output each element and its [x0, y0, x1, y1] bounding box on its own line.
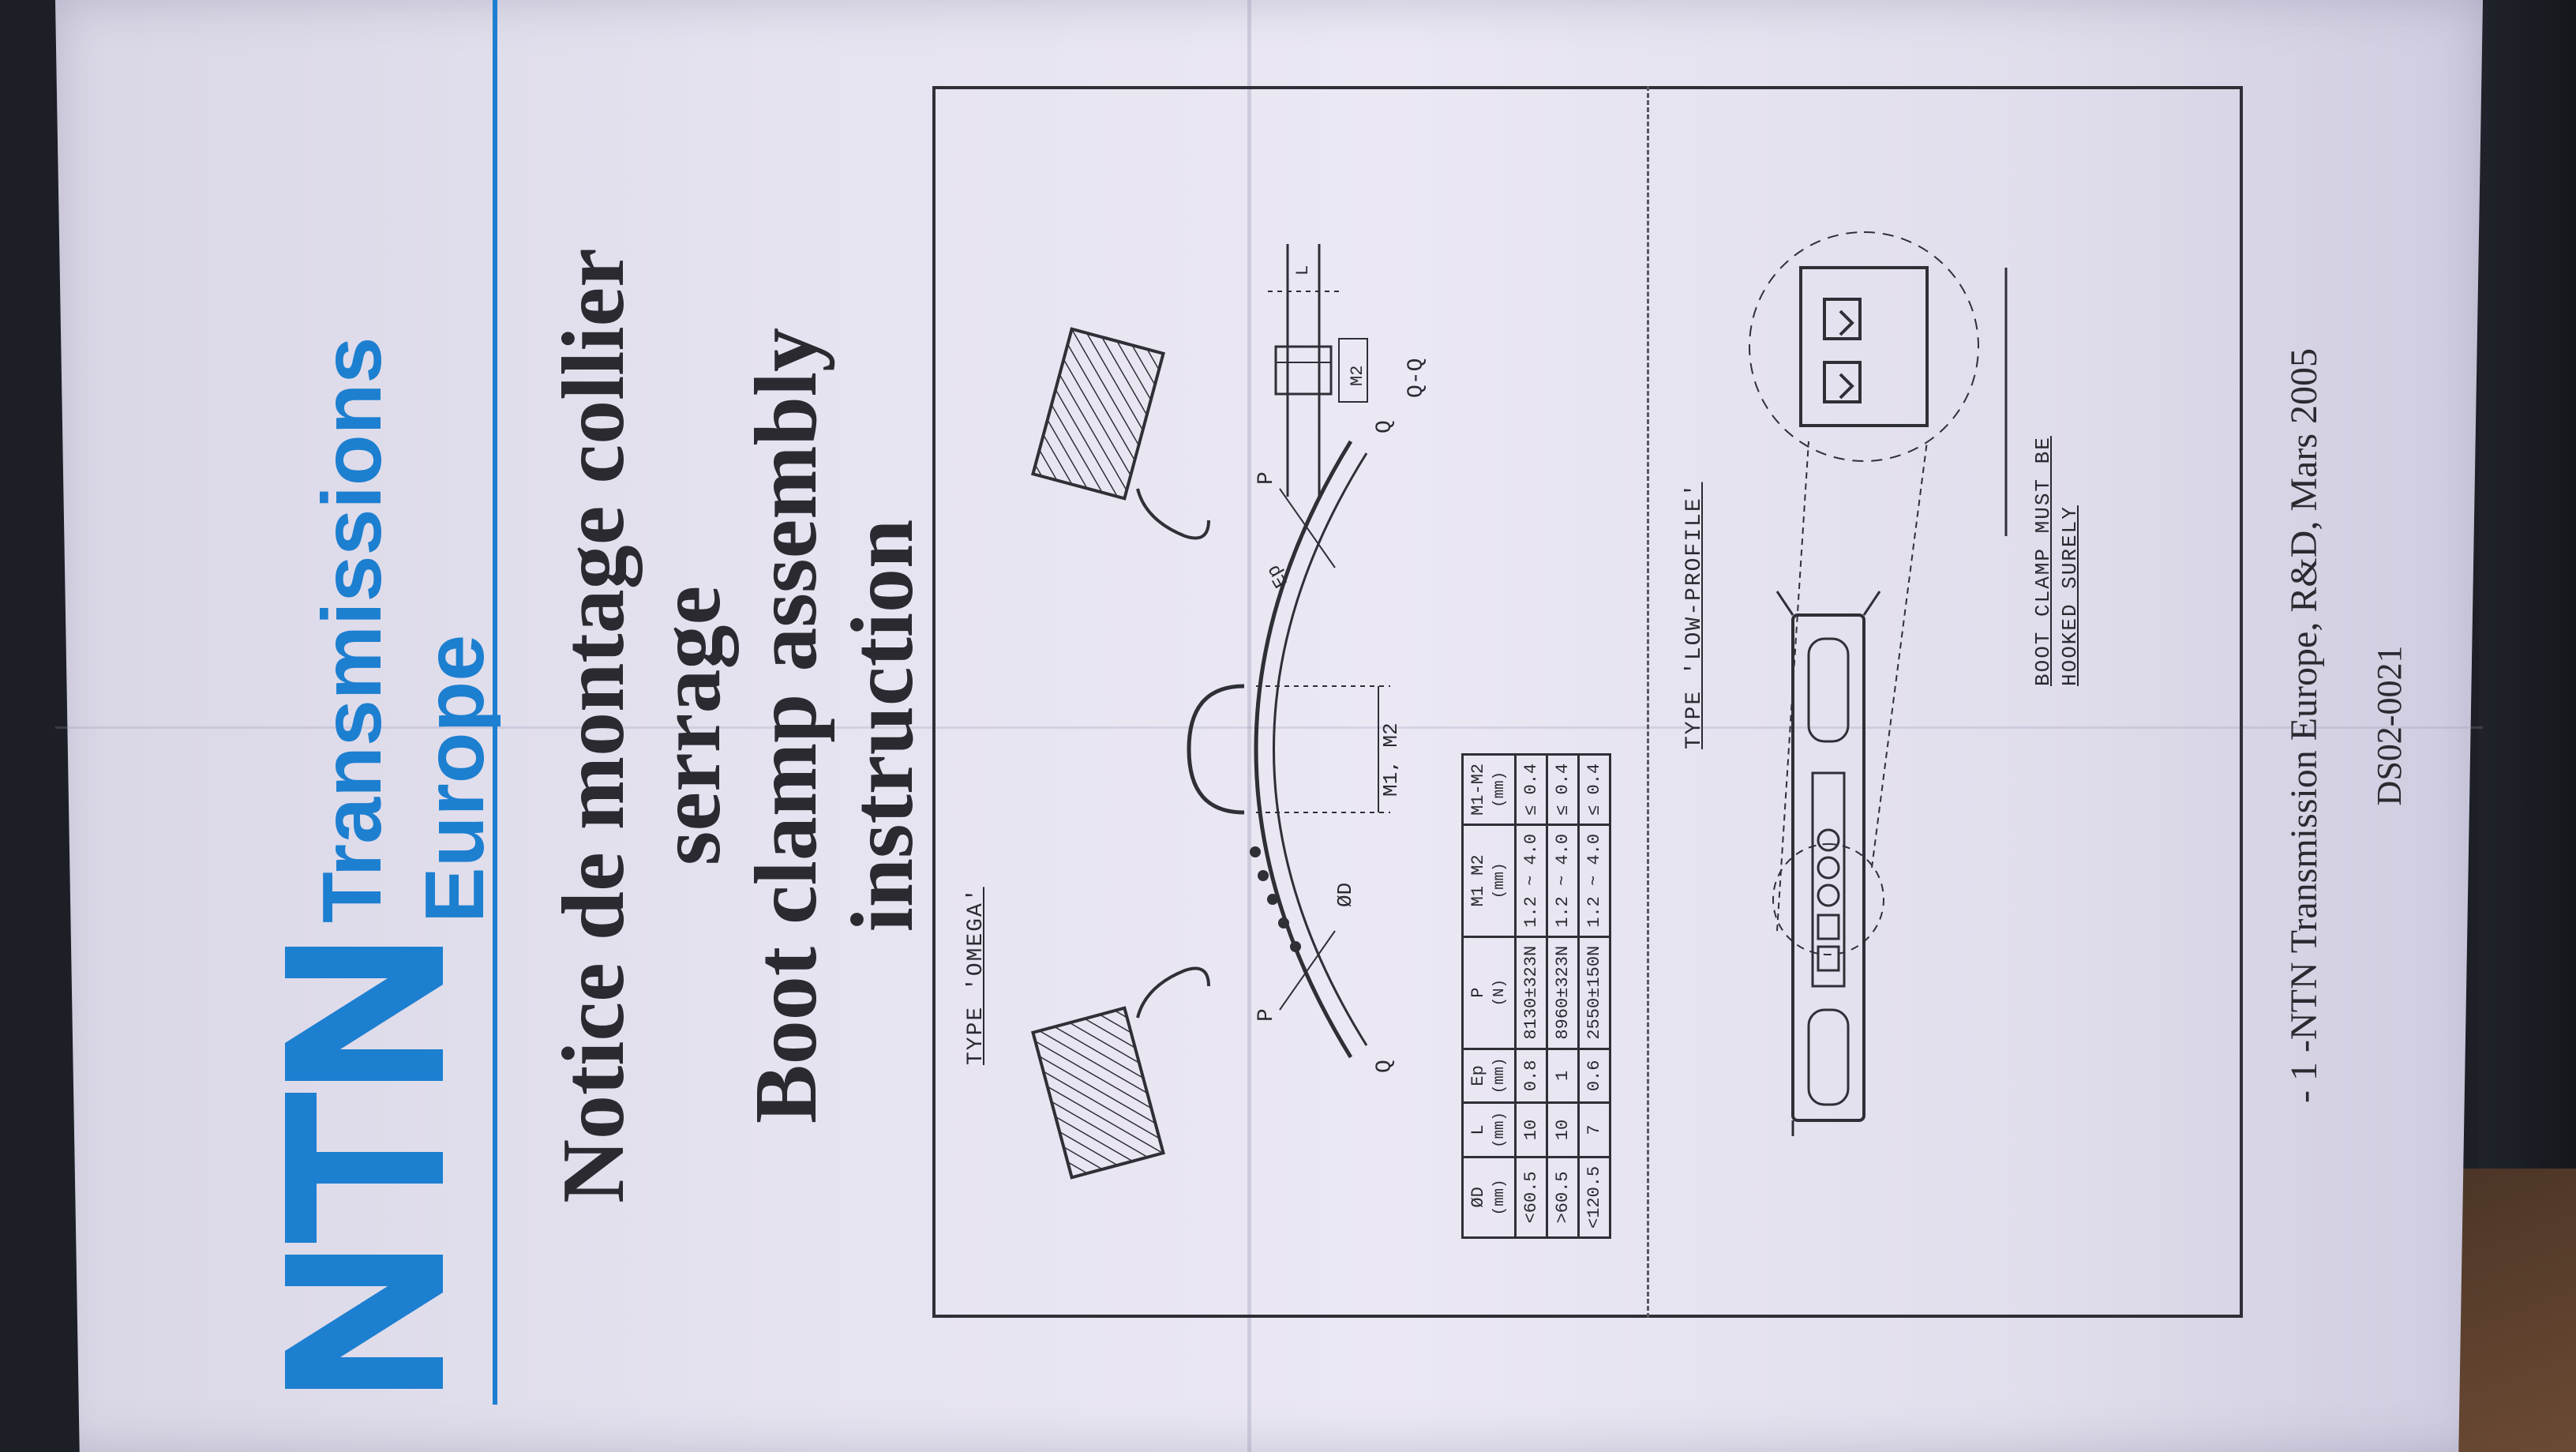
col-header-m1-m2: M1 M2(mm)	[1462, 824, 1516, 937]
label-l: L	[1293, 265, 1313, 276]
title-french-line2: serrage	[641, 585, 739, 866]
type-omega-label: TYPE 'OMEGA'	[964, 887, 988, 1065]
boot-note-line2: HOOKED SURELY	[2058, 505, 2082, 686]
col-header-diameter: ØD(mm)	[1462, 1157, 1516, 1238]
brand-name-line2: Europe	[408, 634, 501, 923]
paper-fold	[55, 726, 2483, 729]
table-cell: 10	[1515, 1102, 1547, 1157]
title-english-line1: Boot clamp assembly	[737, 328, 835, 1124]
clamp-band-inner	[1273, 452, 1368, 1046]
table-cell: <120.5	[1578, 1157, 1610, 1238]
type-low-profile-label: TYPE 'LOW-PROFILE'	[1682, 482, 1707, 749]
table-cell: 2550±150N	[1578, 936, 1610, 1049]
q-q-section-drawing: M2 M1 L Q-Q	[1264, 244, 1429, 497]
table-cell: <60.5	[1515, 1157, 1547, 1238]
low-profile-clamp-drawing	[1749, 231, 2008, 1136]
table-cell: ≤ 0.4	[1547, 754, 1579, 825]
col-header-p: P(N)	[1462, 936, 1516, 1049]
clamp-teeth	[1250, 846, 1301, 952]
section-divider	[1647, 86, 1649, 1318]
footer-text: - 1 -NTN Transmission Europe, R&D, Mars …	[2283, 348, 2325, 1103]
title-english-line2: instruction	[834, 519, 932, 932]
table-cell: 0.6	[1578, 1049, 1610, 1103]
table-cell: 10	[1547, 1102, 1579, 1157]
low-profile-band	[1775, 591, 1881, 1136]
ntn-logo	[285, 947, 443, 1389]
table-row: >60.5 10 1 8960±323N 1.2 ~ 4.0 ≤ 0.4	[1547, 754, 1579, 1238]
left-pincer-jaw	[1031, 966, 1210, 1180]
document-page: Transmissions Europe Notice de montage c…	[103, 0, 2472, 1436]
table-cell: >60.5	[1547, 1157, 1579, 1238]
table-cell: 1.2 ~ 4.0	[1578, 824, 1610, 937]
col-header-l: L(mm)	[1462, 1102, 1516, 1157]
label-section-qq: Q-Q	[1404, 358, 1429, 398]
label-p-right: P	[1254, 471, 1279, 485]
table-cell: 1.2 ~ 4.0	[1515, 824, 1547, 937]
table-row: <60.5 10 0.8 8130±323N 1.2 ~ 4.0 ≤ 0.4	[1515, 754, 1547, 1238]
brand-name-line1: Transmissions	[306, 336, 399, 923]
right-pincer-jaw	[1031, 327, 1210, 540]
hook-detail	[1799, 266, 1929, 427]
table-cell: 1	[1547, 1049, 1579, 1103]
title-french-line1: Notice de montage collier	[545, 248, 643, 1203]
table-cell: 7	[1578, 1102, 1610, 1157]
col-header-ep: Ep(mm)	[1462, 1049, 1516, 1103]
label-q-right: Q	[1373, 420, 1397, 433]
col-header-m1-minus-m2: M1-M2(mm)	[1462, 754, 1516, 825]
label-p-left: P	[1254, 1008, 1279, 1022]
omega-clamp-drawing: P P Q Q ØD M1, M2 Ep	[1031, 327, 1398, 1180]
clamp-band	[1254, 440, 1353, 1059]
detail-circle-small	[1772, 843, 1884, 955]
table-cell: 8130±323N	[1515, 936, 1547, 1049]
label-q-left: Q	[1373, 1060, 1397, 1073]
document-title: Notice de montage collier serrage Boot c…	[545, 133, 932, 1318]
table-row: <120.5 7 0.6 2550±150N 1.2 ~ 4.0 ≤ 0.4	[1578, 754, 1610, 1238]
brand-rule	[493, 0, 497, 1405]
detail-circle-large	[1749, 231, 1979, 462]
boot-note-line1: BOOT CLAMP MUST BE	[2031, 436, 2055, 686]
boot-clamp-note: BOOT CLAMP MUST BE HOOKED SURELY	[2030, 436, 2083, 686]
document-code: DS02-0021	[2370, 645, 2409, 806]
table-header-row: ØD(mm) L(mm) Ep(mm) P(N) M1 M2(mm) M1-M2…	[1462, 754, 1516, 1238]
label-m1: M1	[1264, 429, 1269, 449]
label-diameter: ØD	[1333, 883, 1357, 907]
omega-ear	[1187, 684, 1245, 815]
clamp-spec-table: ØD(mm) L(mm) Ep(mm) P(N) M1 M2(mm) M1-M2…	[1461, 753, 1611, 1239]
table-cell: ≤ 0.4	[1578, 754, 1610, 825]
table-cell: 8960±323N	[1547, 936, 1579, 1049]
ntn-logo-letters	[285, 947, 443, 1389]
label-m1-m2: M1, M2	[1379, 722, 1398, 797]
table-cell: 1.2 ~ 4.0	[1547, 824, 1579, 937]
table-cell: 0.8	[1515, 1049, 1547, 1103]
paper-fold	[1247, 0, 1251, 1452]
label-m2: M2	[1348, 366, 1367, 386]
paper-sheet	[55, 0, 2483, 1452]
table-cell: ≤ 0.4	[1515, 754, 1547, 825]
